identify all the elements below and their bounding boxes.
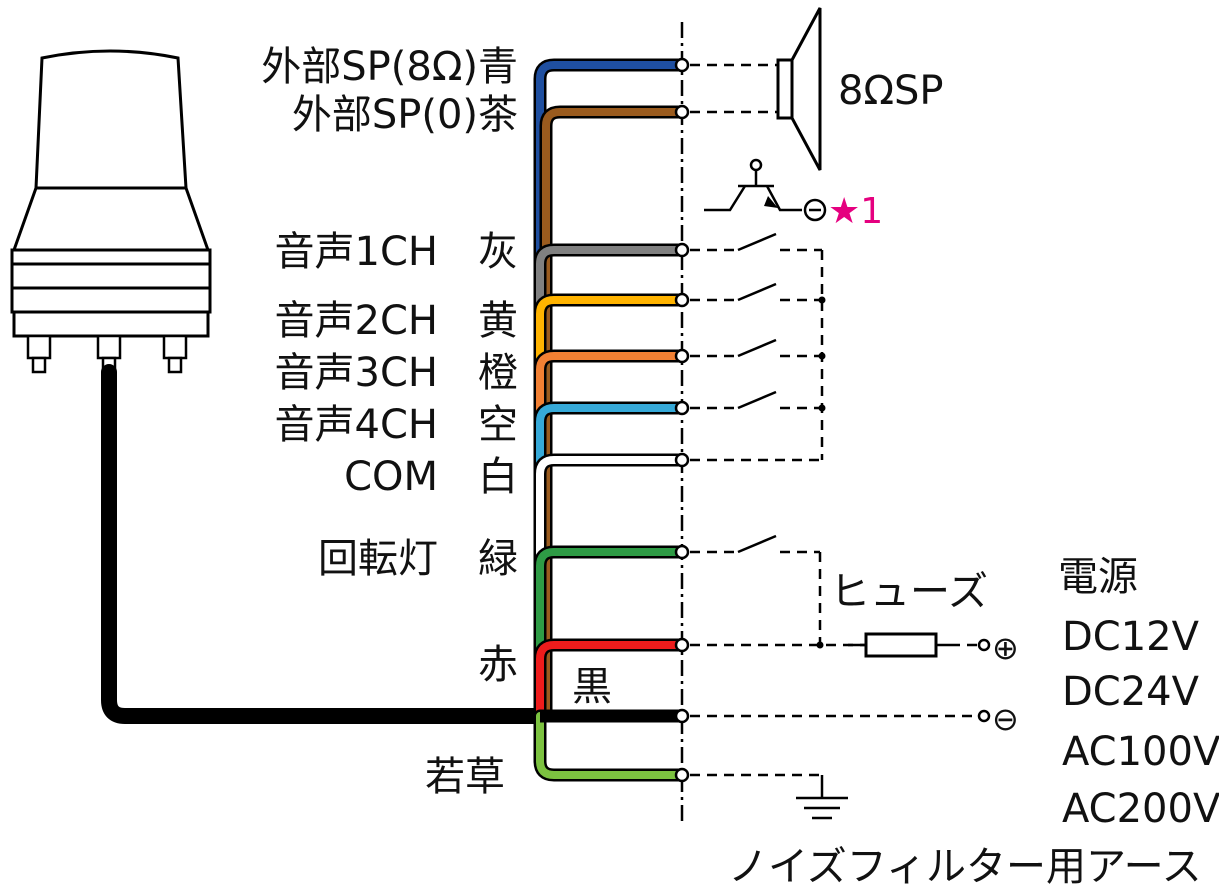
wire-ext-sp-0: [542, 108, 684, 720]
ground-symbol: [690, 773, 848, 820]
label-ext-sp-0: 外部SP(0)茶: [292, 92, 518, 138]
terminal-com: [674, 452, 690, 468]
note-star-1: ★1: [828, 191, 883, 232]
label-black: 黒: [572, 664, 612, 710]
label-red: 赤: [478, 642, 518, 688]
fuse-symbol: [864, 632, 938, 658]
terminal-rotating-light: [674, 544, 690, 560]
label-ext-sp-8ohm: 外部SP(8Ω)青: [261, 44, 518, 90]
terminal-ext-sp-8ohm: [674, 57, 690, 73]
wire-voice-4ch: [536, 404, 684, 720]
power-plus-symbol: ⊕: [992, 629, 1019, 667]
main-cable: [101, 364, 548, 724]
wire-voice-2ch: [536, 296, 684, 720]
wire-outline-yellow-green: [533, 709, 687, 782]
earth-label: ノイズフィルター用アース: [728, 844, 1202, 890]
fuse-label: ヒューズ: [830, 569, 988, 615]
terminal-yellow-green: [674, 767, 690, 783]
wire-ext-sp-8ohm: [536, 61, 684, 720]
label-voice-1ch: 音声1CH 灰: [275, 229, 518, 275]
wire-yellow-green: [536, 712, 684, 779]
terminal-voice-4ch: [674, 400, 690, 416]
terminal-ext-sp-0: [674, 104, 690, 120]
power-option-ac200v: AC200V: [1062, 786, 1219, 832]
terminal-red: [674, 637, 690, 653]
speaker-symbol: [690, 7, 822, 171]
label-voice-2ch: 音声2CH 黄: [275, 298, 518, 344]
terminal-voice-1ch: [674, 242, 690, 258]
wire-red: [536, 641, 684, 720]
terminal-black: [674, 708, 690, 724]
power-option-dc24v: DC24V: [1062, 669, 1200, 715]
label-voice-3ch: 音声3CH 橙: [275, 350, 518, 396]
terminals: [674, 57, 690, 783]
wire-com: [536, 456, 684, 720]
wire-voice-3ch: [536, 352, 684, 720]
speaker-label: 8ΩSP: [838, 68, 944, 114]
transistor-symbol: [704, 158, 827, 222]
power-option-dc12v: DC12V: [1062, 614, 1200, 660]
power-minus-symbol: ⊖: [992, 700, 1019, 738]
voice-switches: [690, 232, 826, 462]
wire-outline-ext-sp-8ohm: [533, 58, 687, 723]
wire-rotating-light: [536, 548, 684, 720]
terminal-voice-2ch: [674, 292, 690, 308]
label-voice-4ch: 音声4CH 空: [275, 402, 518, 448]
terminal-voice-3ch: [674, 348, 690, 364]
wire-bundle: [533, 58, 687, 782]
wire-voice-1ch: [536, 246, 684, 720]
label-com: COM 白: [344, 454, 518, 500]
label-rotating-light: 回転灯 緑: [318, 536, 518, 582]
label-yellow-green: 若草: [425, 754, 505, 800]
power-title: 電源: [1058, 554, 1138, 600]
power-circuit: [690, 534, 991, 723]
rotating-light-device: [10, 49, 212, 374]
power-option-ac100v: AC100V: [1062, 729, 1219, 775]
